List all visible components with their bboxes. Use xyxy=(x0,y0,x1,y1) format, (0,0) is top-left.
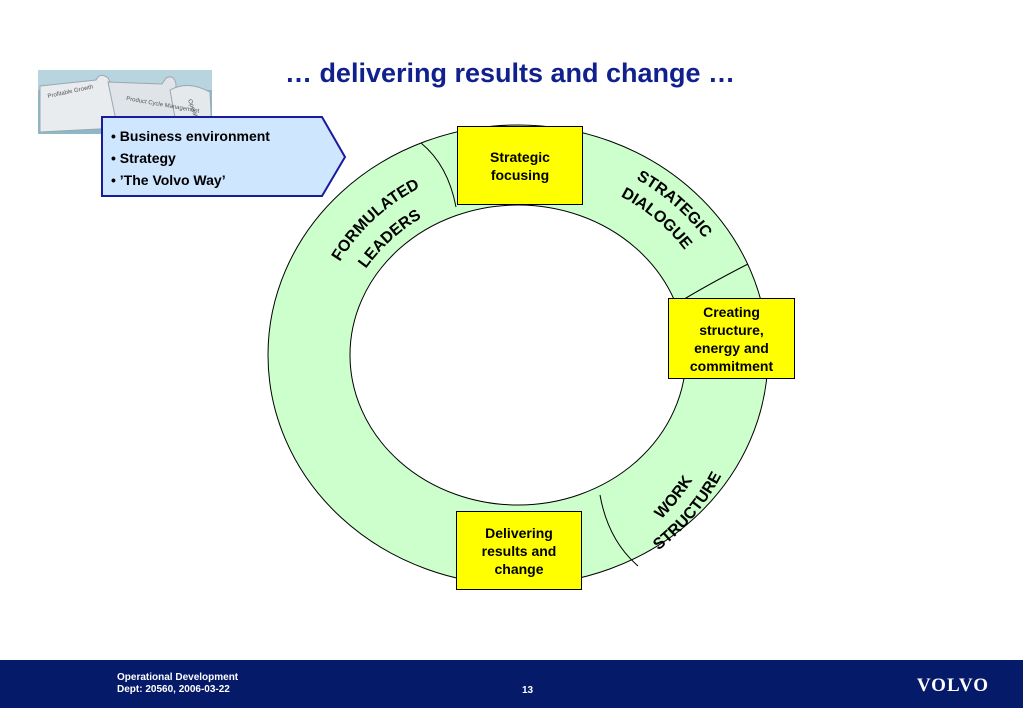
box-top-line-2: focusing xyxy=(490,166,550,183)
box-bottom-line-2: results and xyxy=(481,542,557,559)
box-right-line-1: Creating xyxy=(703,303,760,320)
callout-item-strategy: • Strategy xyxy=(111,150,176,166)
box-delivering-results: Delivering results and change xyxy=(456,511,582,590)
box-strategic-focusing: Strategic focusing xyxy=(457,126,583,205)
footer-bar: Operational Development Dept: 20560, 200… xyxy=(0,660,1023,708)
box-creating-structure: Creating structure, energy and commitmen… xyxy=(668,298,795,379)
volvo-logo: VOLVO xyxy=(916,675,989,696)
box-bottom-line-1: Delivering xyxy=(485,524,553,541)
cycle-ring xyxy=(267,124,769,586)
footer-dept-name: Operational Development xyxy=(117,672,239,683)
segment-divider-top-left xyxy=(420,142,457,208)
callout-list: • Business environment • Strategy • ’The… xyxy=(111,125,270,191)
callout-item-volvo-way: • ’The Volvo Way’ xyxy=(111,172,226,188)
box-top-line-1: Strategic xyxy=(490,148,550,165)
box-right-line-3: energy and xyxy=(694,339,769,356)
box-right-line-4: commitment xyxy=(689,357,774,374)
callout-item-business-environment: • Business environment xyxy=(111,128,270,144)
callout-arrow-shape xyxy=(101,116,347,197)
puzzle-image: Profitable Growth Product Cycle Manageme… xyxy=(38,70,212,134)
box-bottom-line-3: change xyxy=(494,560,544,577)
segment-divider-bottom-right xyxy=(599,494,639,567)
slide-title: … delivering results and change … xyxy=(284,58,736,88)
footer-page-number: 13 xyxy=(522,685,534,696)
cycle-diagram: FORMULATED LEADERS STRATEGIC DIALOGUE WO… xyxy=(101,116,769,586)
footer-dept-code: Dept: 20560, 2006-03-22 xyxy=(117,684,230,695)
box-right-line-2: structure, xyxy=(699,321,764,338)
